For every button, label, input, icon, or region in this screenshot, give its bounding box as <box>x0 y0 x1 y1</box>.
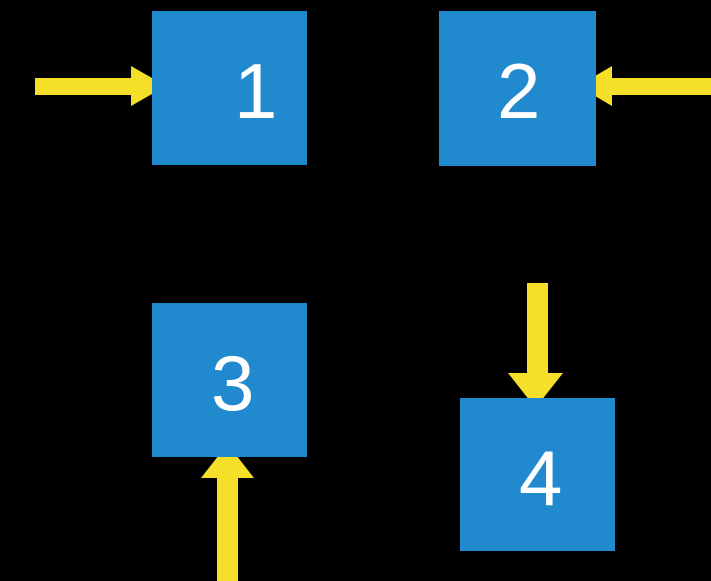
node-box-1[interactable] <box>152 11 307 165</box>
node-box-3[interactable] <box>152 303 307 457</box>
node-label-2: 2 <box>497 47 541 135</box>
node-box-4[interactable] <box>460 398 615 551</box>
arrow-up-shape <box>201 444 254 581</box>
node-label-4: 4 <box>519 434 563 522</box>
node-box-2[interactable] <box>439 11 596 166</box>
arrow-left-shape <box>578 66 711 106</box>
node-label-1: 1 <box>234 47 278 135</box>
arrow-down-shape <box>508 283 563 408</box>
node-label-3: 3 <box>211 339 255 427</box>
arrow-right-shape <box>35 66 166 106</box>
